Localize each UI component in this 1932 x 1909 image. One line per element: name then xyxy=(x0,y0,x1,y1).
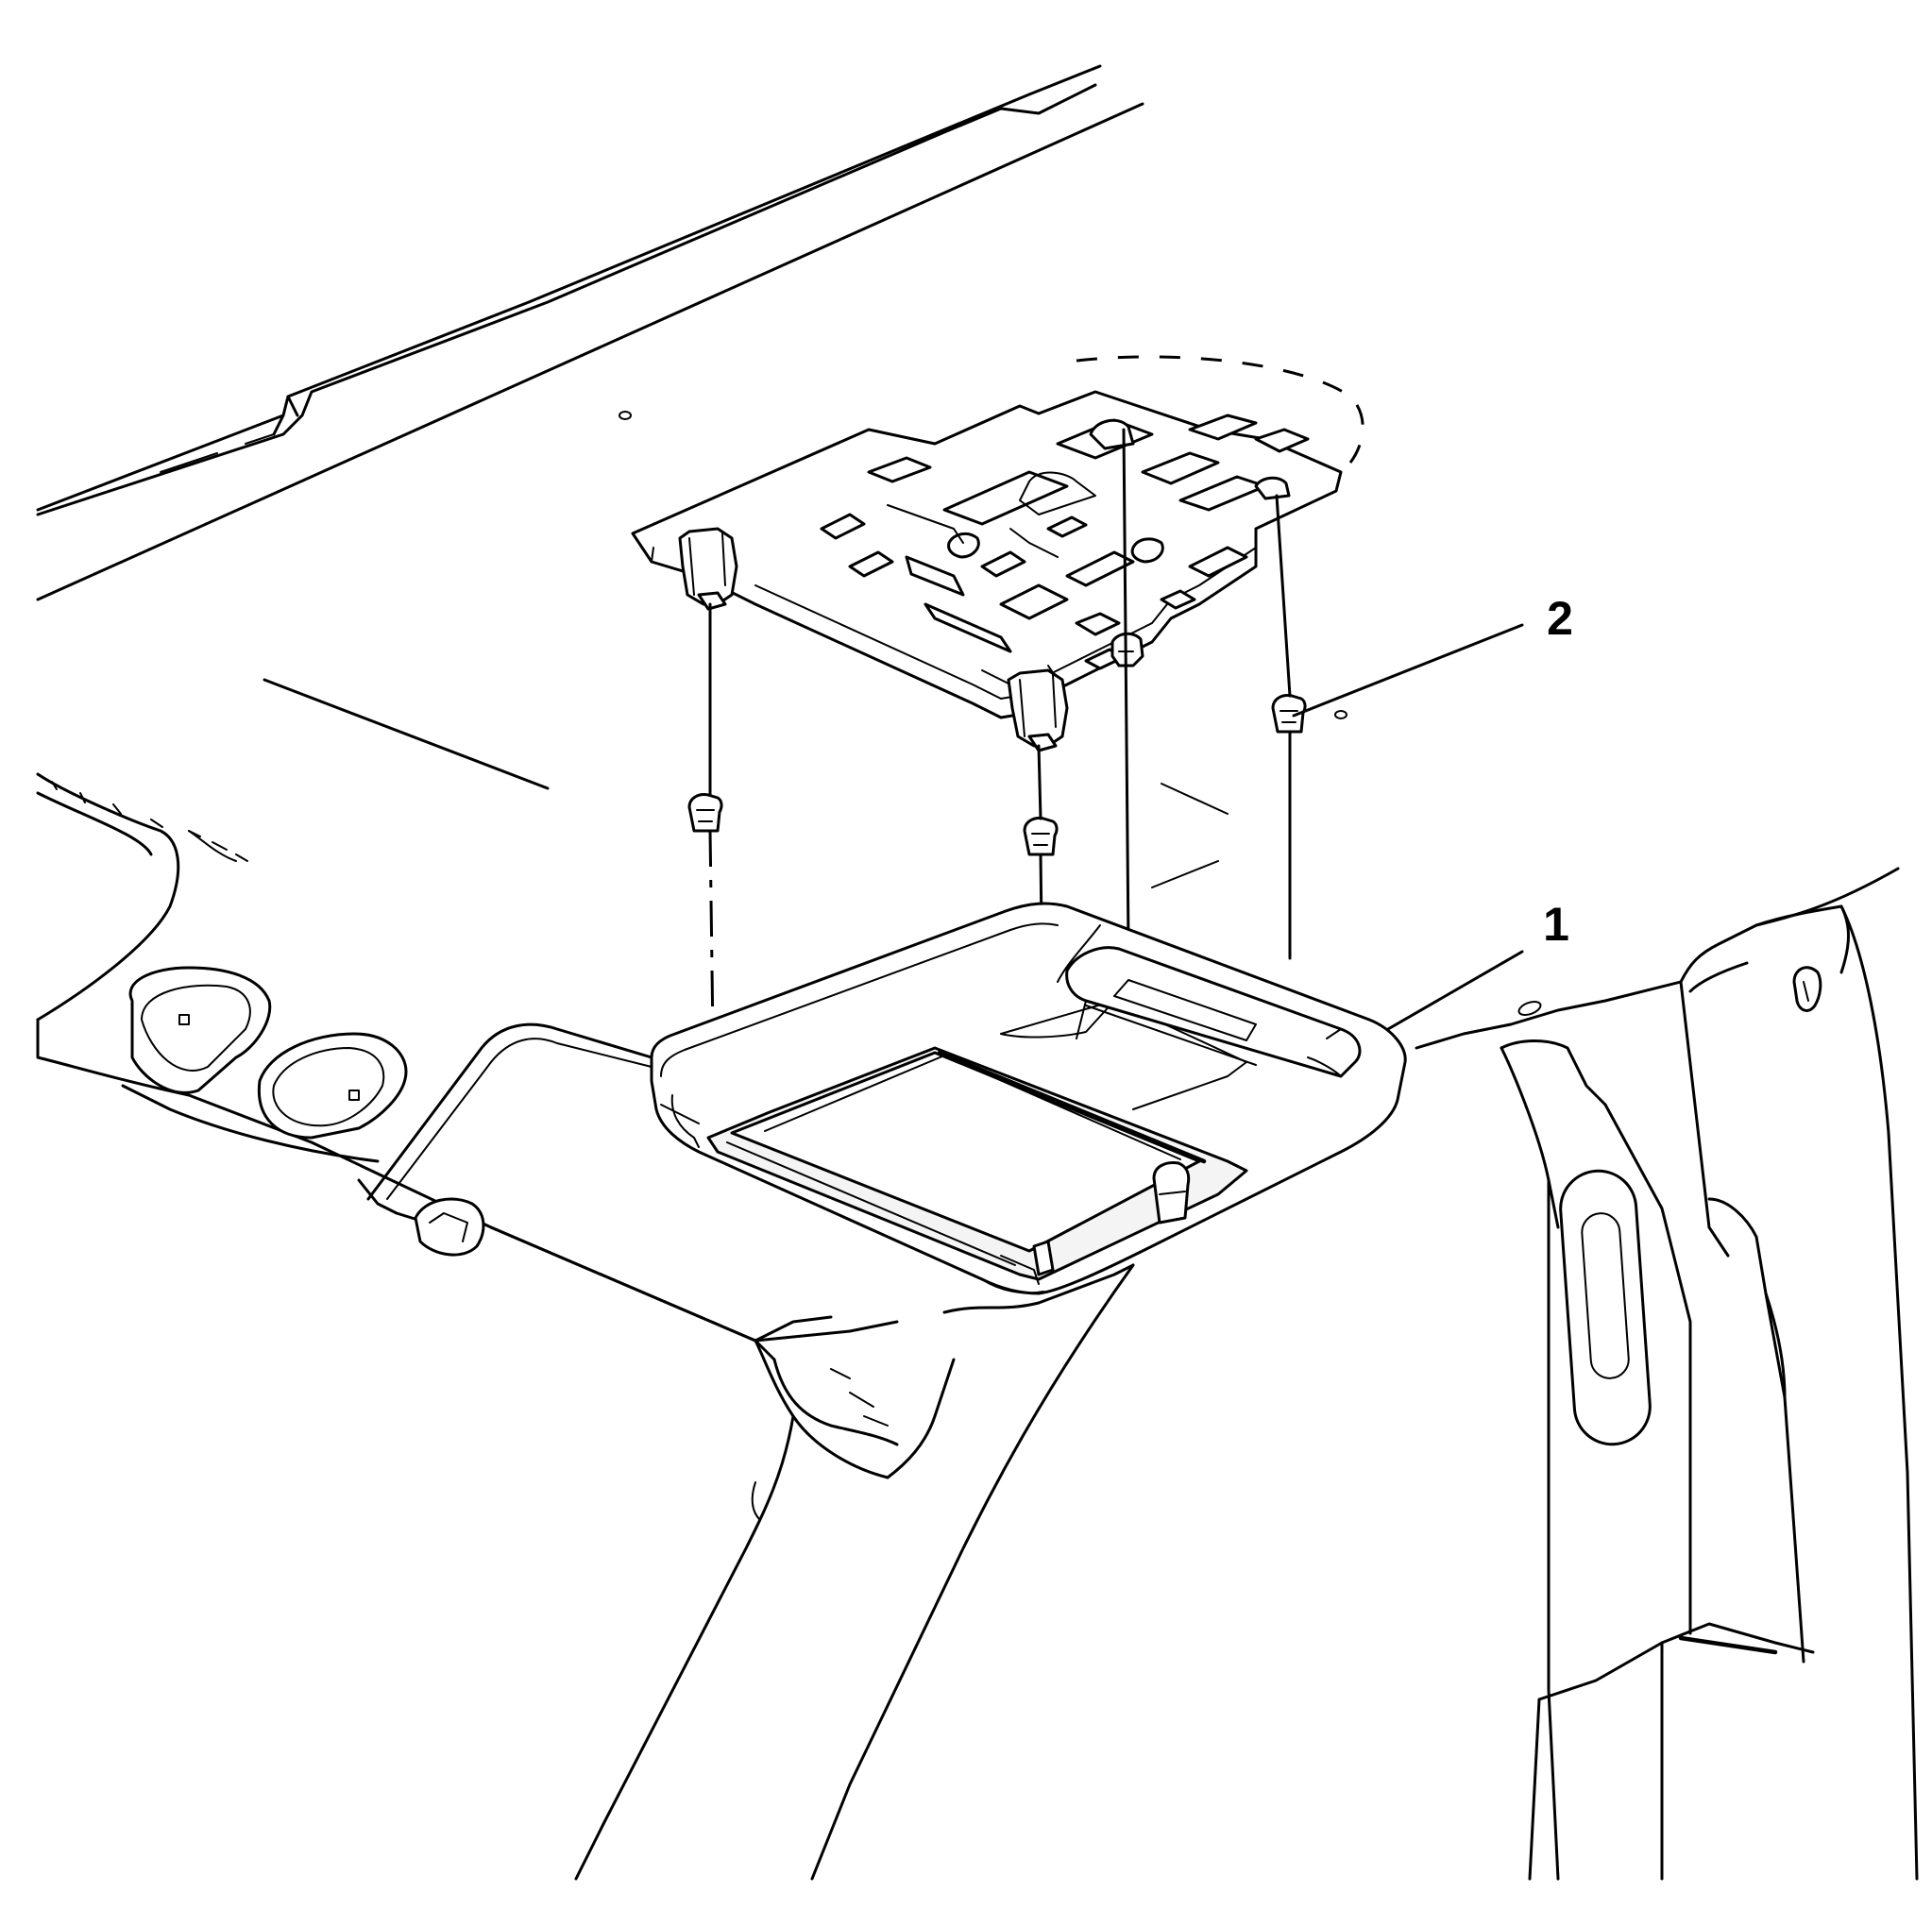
center-pillar xyxy=(574,1263,1135,1881)
overhead-console xyxy=(650,902,1407,1295)
b-pillar xyxy=(1415,867,1919,1881)
retainer-clip xyxy=(687,793,723,833)
callout-1-label: 1 xyxy=(1543,898,1569,951)
roof-bracket xyxy=(631,355,1364,719)
retainer-clip xyxy=(1023,817,1059,856)
bracket-clips xyxy=(678,418,1291,752)
alignment-lines xyxy=(708,428,1292,1272)
retainer-clips xyxy=(687,694,1307,856)
callout-leaders xyxy=(1292,623,1524,1031)
callout-2-label: 2 xyxy=(1547,592,1573,645)
headliner xyxy=(36,64,1542,1361)
